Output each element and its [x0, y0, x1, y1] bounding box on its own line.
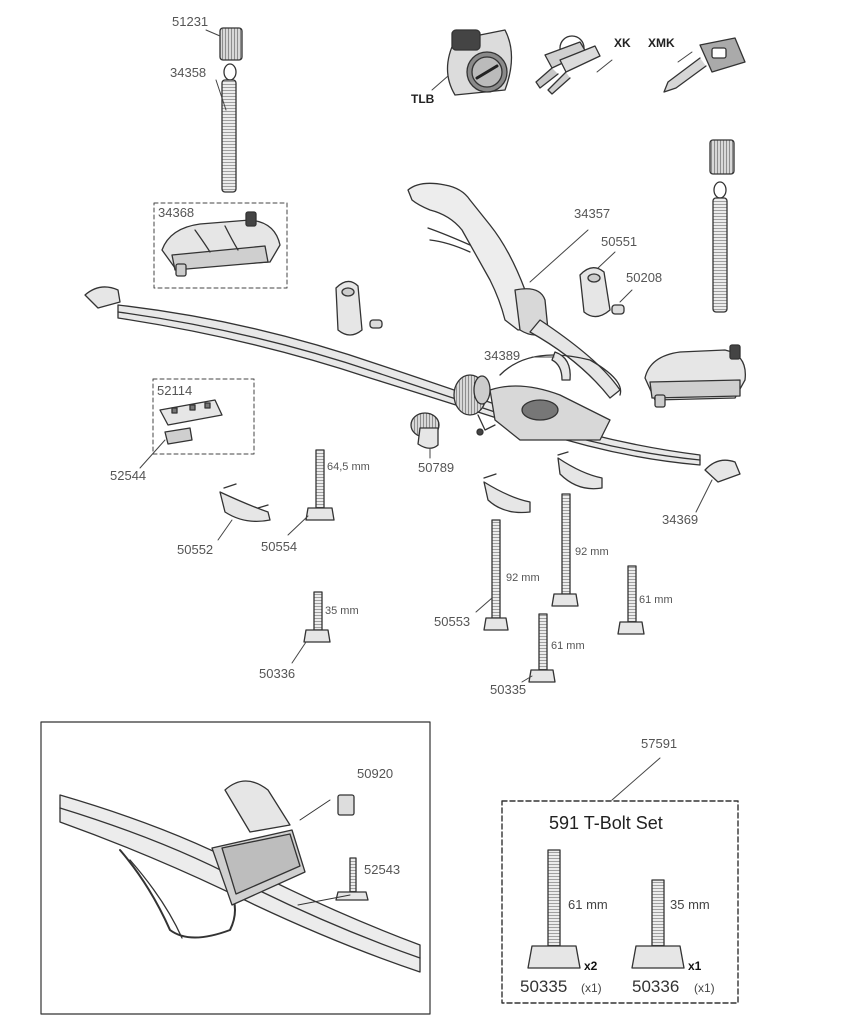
label-34368: 34368: [158, 205, 195, 220]
tbolt-set-title: 591 T-Bolt Set: [549, 813, 663, 833]
label-50552: 50552: [177, 542, 214, 557]
label-50208: 50208: [626, 270, 663, 285]
tbolt-61-right: [617, 565, 645, 635]
clip-34389: [551, 351, 571, 381]
knurled-cap-51231: [219, 27, 243, 61]
label-50551: 50551: [601, 234, 638, 249]
end-cap-34369: [704, 459, 741, 483]
clamp-52544: [164, 427, 193, 445]
tbolt-set-left-sub: (x1): [581, 981, 602, 995]
measure-92mm-left: 92 mm: [506, 572, 540, 584]
jaw-50551: [579, 267, 611, 318]
tbolt-92-right: [551, 493, 579, 607]
label-50920: 50920: [357, 766, 394, 781]
saddle-right: [557, 451, 603, 490]
label-50554: 50554: [261, 539, 298, 554]
tbolt-set-right-sub: (x1): [694, 981, 715, 995]
tbolt-set-right-qty: x1: [688, 959, 702, 973]
tbolt-set-left-bolt: [527, 849, 581, 969]
tbolt-50554: [305, 449, 335, 521]
measure-64-5mm: 64,5 mm: [327, 461, 370, 473]
label-xk: XK: [614, 36, 631, 50]
label-52544: 52544: [110, 468, 147, 483]
lock-cylinder-tlb: [446, 29, 513, 96]
label-34369: 34369: [662, 512, 699, 527]
tbolt-set-right-part: 50336: [632, 977, 680, 996]
label-50789: 50789: [418, 460, 455, 475]
measure-61mm-right: 61 mm: [639, 594, 673, 606]
measure-61mm-mid: 61 mm: [551, 640, 585, 652]
tbolt-set-left-part: 50335: [520, 977, 568, 996]
tbolt-50553: [483, 519, 509, 631]
label-51231: 51231: [172, 14, 209, 29]
label-34357: 34357: [574, 206, 611, 221]
detail-inset: [59, 780, 421, 973]
measure-92mm-right: 92 mm: [575, 546, 609, 558]
threaded-rod-right: [712, 181, 728, 313]
label-50553: 50553: [434, 614, 471, 629]
knob-cap-50789: [410, 412, 440, 449]
label-52114: 52114: [157, 383, 193, 398]
wheel-holder-right: [644, 344, 746, 408]
tbolt-50335: [528, 613, 556, 683]
label-50335: 50335: [490, 682, 527, 697]
end-cap-left: [84, 286, 121, 309]
label-xmk: XMK: [648, 36, 675, 50]
tbolt-set-left-length: 61 mm: [568, 897, 608, 912]
measure-35mm: 35 mm: [325, 605, 359, 617]
label-57591: 57591: [641, 736, 678, 751]
keys-xk: [535, 35, 601, 95]
label-34389: 34389: [484, 348, 521, 363]
label-52543: 52543: [364, 862, 401, 877]
tbolt-set-right-length: 35 mm: [670, 897, 710, 912]
tbolt-set-left-qty: x2: [584, 959, 598, 973]
label-34358: 34358: [170, 65, 207, 80]
saddle-middle: [483, 473, 531, 514]
tbolt-50336: [303, 591, 331, 643]
main-mount-block: [489, 354, 622, 441]
wheel-holder-34368: [161, 211, 281, 277]
rotary-knob: [453, 374, 496, 436]
label-50336: 50336: [259, 666, 296, 681]
jaw-left: [335, 280, 383, 336]
adapter-plate-52114: [159, 399, 223, 426]
frame-holder-arm-34357: [407, 182, 621, 399]
saddle-50552: [219, 483, 271, 523]
key-xmk: [663, 37, 746, 93]
threaded-rod-34358: [221, 63, 237, 193]
label-tlb: TLB: [411, 92, 435, 106]
nut-50208: [611, 304, 625, 315]
tbolt-set-right-bolt: [631, 879, 685, 969]
knurled-cap-right: [709, 139, 735, 175]
